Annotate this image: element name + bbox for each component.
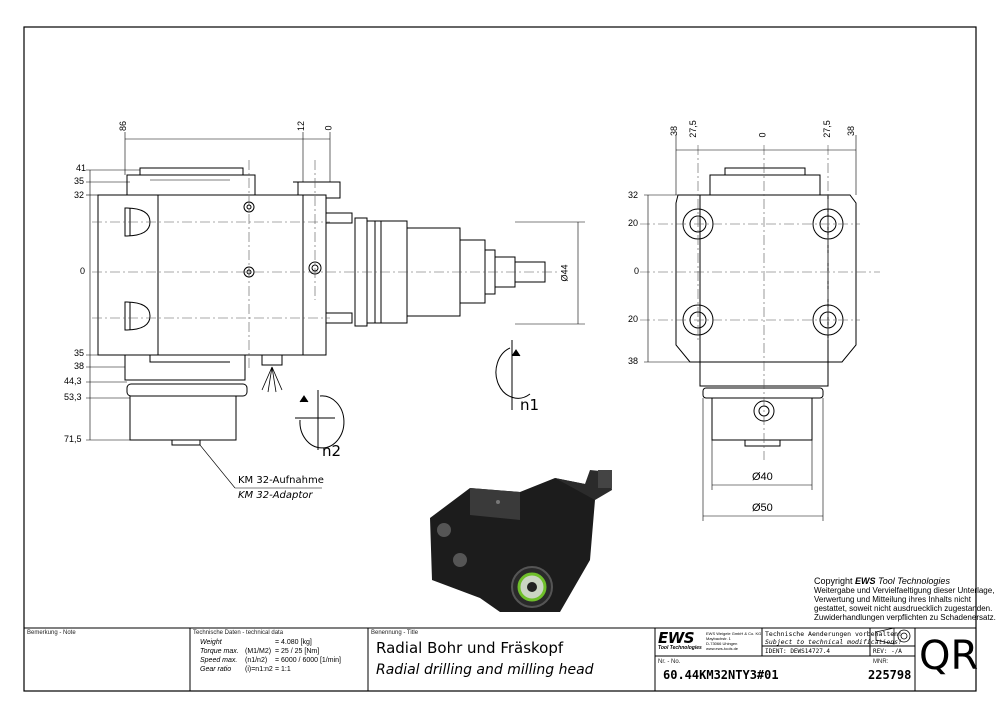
dim-side-53-3: 53,3 — [64, 392, 82, 402]
techdata-row: Torque max.(M1/M2)= 25 / 25 [Nm] — [200, 648, 320, 655]
sheet-border — [23, 26, 977, 692]
techdata-label: Technische Daten - technical data — [193, 630, 284, 636]
company-line: EWS Weigele GmbH & Co. KG — [706, 631, 762, 636]
dim-front-side-0: 0 — [634, 266, 640, 276]
dim-front-top-27-5a: 27,5 — [687, 120, 698, 138]
side-view — [97, 167, 546, 446]
leader-label-en: KM 32-Adaptor — [238, 490, 313, 501]
dim-front-side-20b: 20 — [628, 314, 639, 324]
side-view-centerlines — [92, 160, 560, 370]
dim-front-side-32: 32 — [628, 190, 639, 200]
notice-english: Subject to technical modifications! — [765, 638, 902, 646]
title-english: Radial drilling and milling head — [376, 662, 594, 678]
company-line: D-73066 Uhingen — [706, 641, 738, 646]
copyright-block: Copyright EWS Tool Technologies Weiterga… — [814, 576, 996, 623]
title-german: Radial Bohr und Fräskopf — [376, 639, 564, 657]
part-number: 60.44KM32NTY3#01 — [663, 668, 779, 682]
copyright-line: Verwertung und Mitteilung ihres Inhalts … — [814, 595, 971, 604]
dim-top-0: 0 — [323, 125, 334, 131]
dim-diameter-40: Ø40 — [752, 471, 773, 483]
dim-front-top-38b: 38 — [846, 125, 857, 137]
title-block-frame — [24, 627, 976, 691]
rotation-n2-label: n2 — [322, 442, 342, 460]
dim-top-86: 86 — [118, 120, 129, 132]
copyright-line: Zuwiderhandlungen verpflichten zu Schade… — [814, 613, 996, 622]
front-view-dimension-lines — [644, 135, 857, 521]
dim-front-top-27-5b: 27,5 — [821, 120, 832, 138]
dim-diameter-50: Ø50 — [752, 502, 773, 514]
front-view-centerlines — [640, 145, 880, 460]
techdata-row: Speed max.(n1/n2)= 6000 / 6000 [1/min] — [200, 657, 341, 664]
dim-side-44-3: 44,3 — [64, 376, 82, 386]
techdata-row: Weight= 4.080 [kg] — [200, 639, 312, 646]
techdata-table: Weight= 4.080 [kg] Torque max.(M1/M2)= 2… — [200, 638, 341, 674]
rotation-n2-symbol — [295, 390, 345, 450]
dim-side-35b: 35 — [74, 348, 85, 358]
ews-logo-text: EWS — [658, 629, 695, 647]
dim-side-0: 0 — [80, 266, 86, 276]
copyright-line: gestattet, soweit nicht ausdruecklich zu… — [814, 604, 993, 613]
rotation-n1-label: n1 — [520, 396, 540, 414]
dim-front-top-0: 0 — [757, 132, 768, 138]
ews-logo: EWS Tool Technologies — [658, 631, 704, 653]
ident-field: IDENT: DEWS14727.4 — [765, 648, 831, 655]
dim-front-top-38a: 38 — [669, 125, 680, 137]
mnr-label: MNR: — [873, 659, 889, 665]
copyright-headline: Copyright EWS Tool Technologies — [814, 576, 950, 586]
dim-front-side-20a: 20 — [628, 218, 639, 228]
qr-code-label: QR — [919, 633, 979, 679]
dim-diameter-44: Ø44 — [559, 264, 570, 282]
remark-label: Bemerkung - Note — [27, 630, 76, 636]
dim-side-35: 35 — [74, 176, 85, 186]
ews-logo-subtitle: Tool Technologies — [658, 645, 702, 651]
dim-top-12: 12 — [296, 120, 307, 132]
company-line: Maybachstr. 1 — [706, 636, 731, 641]
dim-side-41: 41 — [76, 163, 87, 173]
dim-side-38: 38 — [74, 361, 85, 371]
copyright-line: Weitergabe und Vervielfaeltigung dieser … — [814, 586, 995, 595]
rev-field: REV: -/A — [873, 648, 902, 655]
number-label: Nr. - No. — [658, 659, 681, 665]
rotation-n1-symbol — [495, 340, 531, 410]
notice-german: Technische Aenderungen vorbehalten! — [765, 630, 902, 638]
side-view-dimension-lines — [86, 132, 585, 489]
dim-side-71-5: 71,5 — [64, 434, 82, 444]
company-line: www.ews-tools.de — [706, 646, 739, 651]
projection-symbol-icon — [875, 627, 911, 645]
company-address: EWS Weigele GmbH & Co. KG Maybachstr. 1 … — [706, 631, 761, 651]
leader-label-de: KM 32-Aufnahme — [238, 475, 324, 486]
dim-side-32: 32 — [74, 190, 85, 200]
isometric-render — [430, 470, 612, 612]
techdata-row: Gear ratio(i)=n1:n2= 1:1 — [200, 666, 291, 673]
mnr-number: 225798 — [868, 668, 912, 682]
dim-front-side-38: 38 — [628, 356, 639, 366]
title-label: Benennung - Title — [371, 630, 419, 636]
